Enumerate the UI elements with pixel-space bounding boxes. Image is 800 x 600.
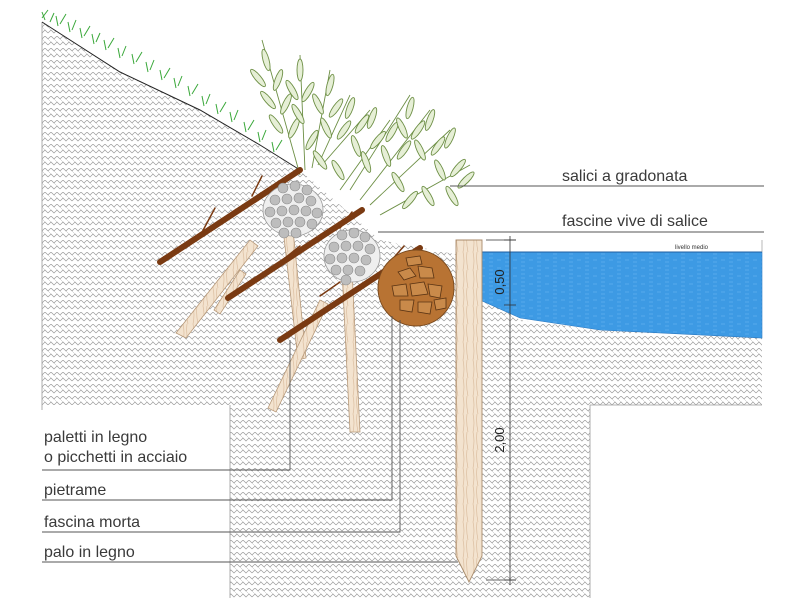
branch-1 xyxy=(157,167,303,265)
leader-paletti xyxy=(42,340,291,471)
grass-strip xyxy=(41,9,283,153)
stake-1 xyxy=(175,239,259,339)
stake-5 xyxy=(213,269,247,315)
leader-fascina-morta xyxy=(42,320,401,533)
dimension-lines xyxy=(486,236,516,585)
label-salici: salici a gradonata xyxy=(562,168,688,185)
soil-outline xyxy=(41,22,762,598)
leader-pietrame xyxy=(42,316,393,501)
label-fascina-morta: fascina morta xyxy=(44,514,140,531)
label-livello-medio: livello medio xyxy=(675,245,709,251)
label-pietrame: pietrame xyxy=(44,482,106,499)
label-palo: palo in legno xyxy=(44,544,135,561)
willow-cuttings-foliage xyxy=(250,39,475,216)
stake-3 xyxy=(267,299,329,413)
branch-2 xyxy=(225,207,365,301)
label-fascine-vive: fascine vive di salice xyxy=(562,213,708,230)
label-paletti-line2: o picchetti in acciaio xyxy=(44,449,187,466)
dead-fascine-stone-roll xyxy=(377,249,455,327)
slope-surface-line xyxy=(41,21,301,171)
live-fascine-bundle-1 xyxy=(262,180,324,239)
live-fascine-bundle-2 xyxy=(323,227,381,286)
wooden-pole xyxy=(455,239,483,584)
dimension-upper: 0,50 xyxy=(492,269,507,294)
dimension-lower: 2,00 xyxy=(492,427,507,452)
label-paletti-line1: paletti in legno xyxy=(44,429,147,446)
